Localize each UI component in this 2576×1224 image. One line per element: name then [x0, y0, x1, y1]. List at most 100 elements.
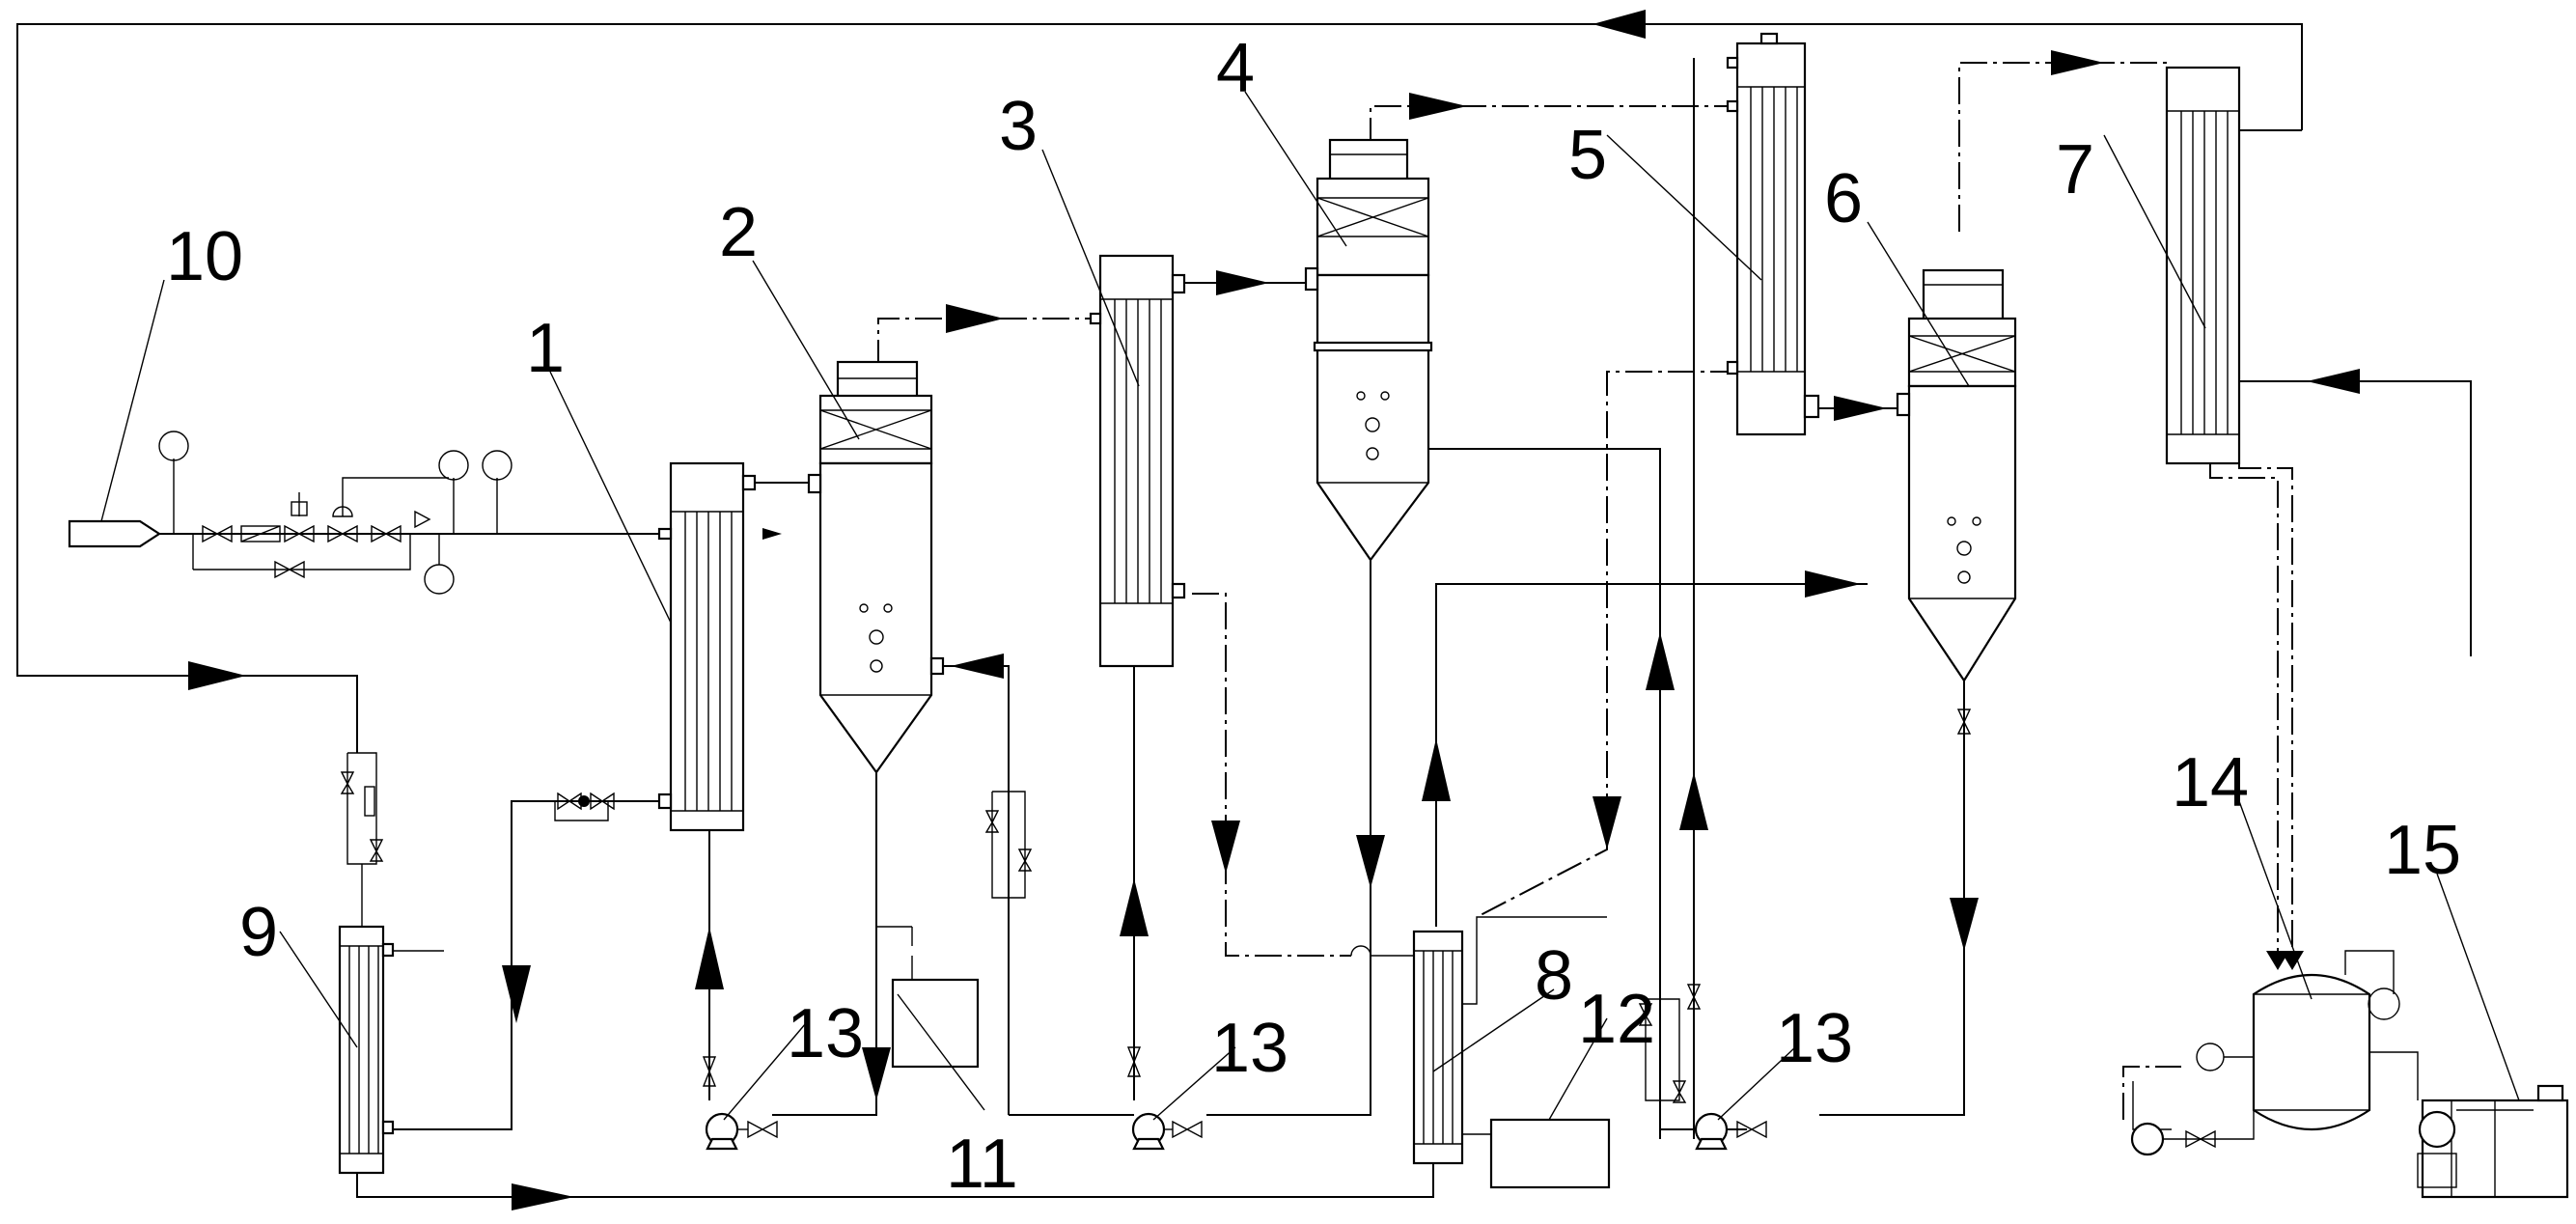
arrow-top-left	[1593, 10, 1646, 39]
equipment-8-exchanger	[1350, 916, 1607, 1165]
equipment-labels: 10 1 2 3 4 5 6 7 8 9 11 12 13 13 13 14 1…	[166, 30, 2461, 1203]
pump-icon	[2130, 1122, 2165, 1156]
label-2: 2	[719, 194, 758, 271]
arrow-up-into-1	[695, 927, 724, 989]
pressure-gauge-icon	[424, 564, 455, 595]
label-13-a: 13	[787, 995, 864, 1072]
line-valves	[340, 709, 1972, 1103]
equipment-2-evaporator	[807, 360, 945, 774]
label-5: 5	[1568, 117, 1607, 194]
arrow-2-to-3	[946, 304, 1004, 333]
arrow-down-5	[1593, 796, 1621, 849]
label-15: 15	[2384, 812, 2461, 889]
arrow-down-6	[1950, 898, 1979, 951]
leader-lines	[100, 91, 2520, 1121]
check-valve-icon	[578, 795, 590, 807]
line-14-pump	[2132, 1081, 2172, 1130]
equipment-13-pump-b	[1131, 1112, 1203, 1151]
line-14-left	[2122, 1066, 2181, 1120]
arrow-down-9-to-1	[502, 965, 531, 1023]
arrow-6-to-7	[2051, 50, 2104, 75]
bypass-line	[193, 534, 411, 570]
arrow-up-3	[1120, 878, 1149, 936]
label-3: 3	[999, 88, 1038, 165]
line-2-bottom	[772, 772, 877, 1116]
line-pump-c-to-6	[1819, 681, 1965, 1116]
arrow-up-4-side	[1646, 632, 1675, 690]
arrow-into-2	[951, 654, 1004, 679]
valve-icon	[284, 524, 301, 543]
arrow-down-4	[1356, 835, 1385, 888]
equipment-5-condenser	[1726, 32, 1820, 436]
valve-icon	[371, 524, 388, 543]
bypass-12	[1645, 998, 1680, 1101]
label-6: 6	[1824, 160, 1863, 237]
pressure-gauge-icon	[482, 450, 512, 481]
arrow-down-3-side	[1211, 821, 1240, 874]
gauge-icon	[2368, 988, 2400, 1020]
pressure-gauge-icon	[438, 450, 469, 481]
arrow-into-7	[2307, 369, 2360, 394]
arrow-up-5-left	[1679, 772, 1708, 830]
drain-7-a	[2209, 463, 2279, 965]
equipment-11-tank	[891, 956, 980, 1069]
equipment-9-exchanger	[338, 752, 395, 1175]
line-5-down	[1476, 371, 1737, 918]
label-12: 12	[1578, 981, 1655, 1058]
arrow-3-to-4	[1216, 270, 1269, 295]
valve-icon	[202, 524, 219, 543]
pressure-gauge-icon	[158, 431, 189, 461]
label-4: 4	[1216, 30, 1255, 107]
equipment-3-condenser	[1089, 254, 1186, 668]
bypass-1	[554, 801, 609, 821]
valve-icon	[341, 524, 358, 543]
filter-icon	[240, 525, 281, 542]
arrow-into-14-b	[2281, 951, 2304, 970]
regulator-icon	[332, 506, 353, 517]
bypass-valve-icon	[274, 560, 291, 579]
vapor-2-to-3	[877, 318, 1100, 367]
bottom-main-line	[356, 1163, 1434, 1198]
equipment-7-condenser	[2165, 66, 2302, 465]
valve-icon	[297, 524, 315, 543]
equipment-1-preheater	[657, 461, 757, 832]
equipment-15-vacuum-unit	[2417, 1084, 2569, 1199]
arrow-feed	[762, 528, 782, 540]
flow-arrows	[188, 10, 2360, 1210]
label-13-c: 13	[1776, 1000, 1853, 1077]
equipment-6-evaporator	[1896, 268, 2017, 683]
valve-icon	[384, 524, 402, 543]
label-7: 7	[2056, 131, 2094, 209]
bypass-valve-icon	[288, 560, 305, 579]
pump-icon	[2418, 1110, 2456, 1149]
control-line	[342, 477, 449, 516]
drain-7-b	[2238, 463, 2293, 965]
line-4-side	[1428, 448, 1661, 1139]
equipment-14-receiver-tank	[2130, 973, 2400, 1156]
equipment-10-feed-inlet	[68, 519, 162, 548]
bypass-2	[991, 791, 1026, 899]
label-13-b: 13	[1211, 1010, 1288, 1087]
equipment-13-pump-c	[1694, 1112, 1767, 1151]
equipment-12-tank	[1462, 1118, 1611, 1189]
top-recycle-line	[16, 23, 2303, 753]
line-pump-b-to-4	[1206, 560, 1371, 1116]
gauge-icon	[2196, 1043, 2225, 1071]
valve-icon	[327, 524, 345, 543]
label-9: 9	[239, 894, 278, 971]
arrow-left-to-9	[188, 661, 246, 690]
arrow-bottom-main	[512, 1183, 574, 1210]
label-8: 8	[1535, 937, 1573, 1015]
vapor-4-to-5	[1370, 105, 1742, 145]
label-1: 1	[526, 310, 565, 387]
label-14: 14	[2172, 744, 2249, 821]
equipment-13-pump-a	[705, 1112, 778, 1151]
arrow-into-6	[1805, 570, 1861, 598]
actuator-icon	[291, 501, 308, 516]
line-into-7	[2239, 380, 2472, 656]
line-8-to-6	[1435, 583, 1868, 927]
line-3-to-8	[1192, 593, 1351, 957]
arrow-down-2	[862, 1047, 891, 1100]
valve-icon	[215, 524, 233, 543]
